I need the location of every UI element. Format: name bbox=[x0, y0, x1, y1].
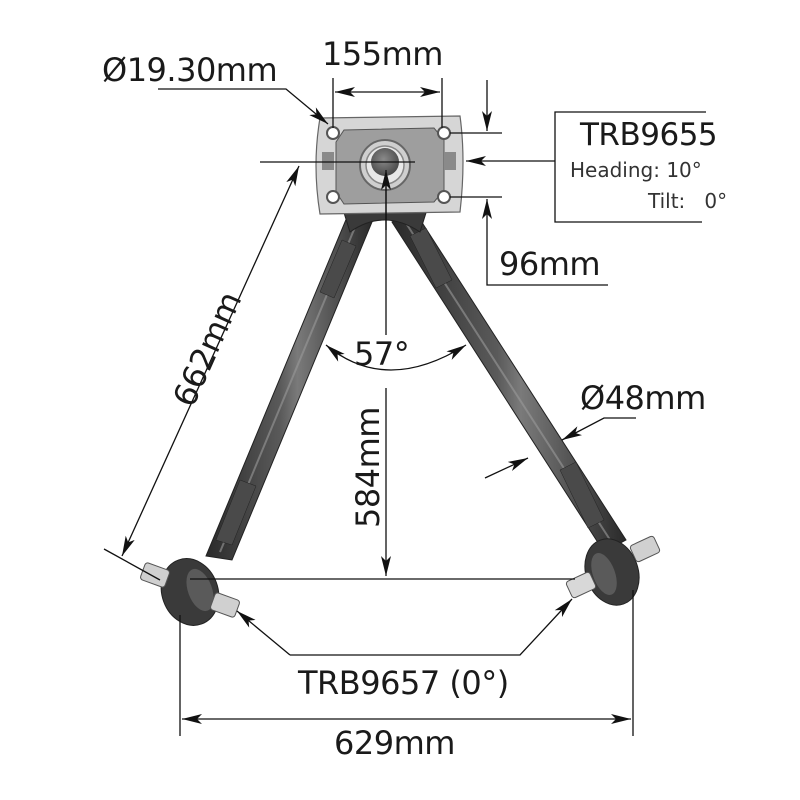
vertical-height-label: 584mm bbox=[349, 407, 387, 528]
part-number-bottom: TRB9657 (0°) bbox=[298, 664, 509, 702]
v-stay-arm-right bbox=[391, 209, 627, 553]
bolt-hole-tr bbox=[437, 126, 451, 140]
tube-diameter-label: Ø48mm bbox=[580, 379, 706, 417]
dimension-lines bbox=[103, 78, 706, 736]
part-number-top: TRB9655 bbox=[580, 117, 718, 153]
tilt-label: Tilt: 0° bbox=[648, 189, 728, 213]
bolt-hole-tl bbox=[326, 126, 340, 140]
bush-right bbox=[565, 535, 661, 606]
bolt-hole-diameter-label: Ø19.30mm bbox=[102, 51, 278, 89]
plate-height-label: 96mm bbox=[499, 245, 601, 283]
arm-angle-label: 57° bbox=[354, 335, 410, 373]
bush-left bbox=[140, 558, 240, 626]
heading-label: Heading: 10° bbox=[570, 158, 702, 182]
bolt-spacing-label: 155mm bbox=[322, 35, 443, 73]
bolt-hole-bl bbox=[326, 190, 340, 204]
bush-width-label: 629mm bbox=[334, 724, 455, 762]
v-stay-arm-left bbox=[205, 209, 373, 561]
mounting-plate bbox=[315, 115, 464, 215]
bolt-hole-br bbox=[437, 190, 451, 204]
